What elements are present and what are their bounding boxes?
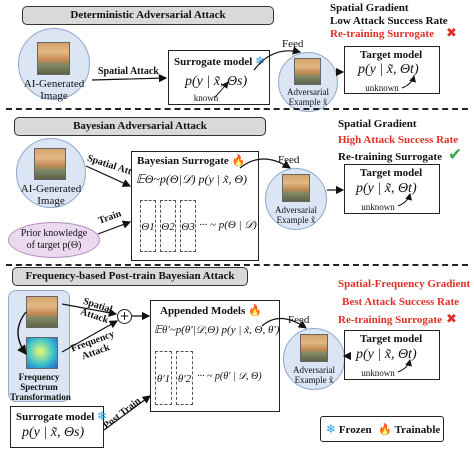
s3-unknown-arrow	[398, 360, 410, 372]
s2-spatial-arrow	[86, 166, 130, 186]
s3-post-train-arrow	[104, 396, 150, 430]
s3-feed-arrow	[262, 318, 306, 328]
s1-spatial-arrow	[92, 78, 166, 80]
s3-spatial-arrow	[62, 304, 116, 314]
s2-feed-arrow	[240, 159, 290, 168]
s1-unknown-arrow	[402, 76, 414, 88]
s1-feed-arrow	[254, 51, 300, 70]
s2-train-arrow	[98, 222, 130, 234]
s1-known-arrow	[214, 82, 228, 98]
s3-transform-arrow	[18, 312, 26, 354]
s3-frequency-arrow	[62, 321, 117, 352]
s2-unknown-arrow	[398, 194, 410, 206]
